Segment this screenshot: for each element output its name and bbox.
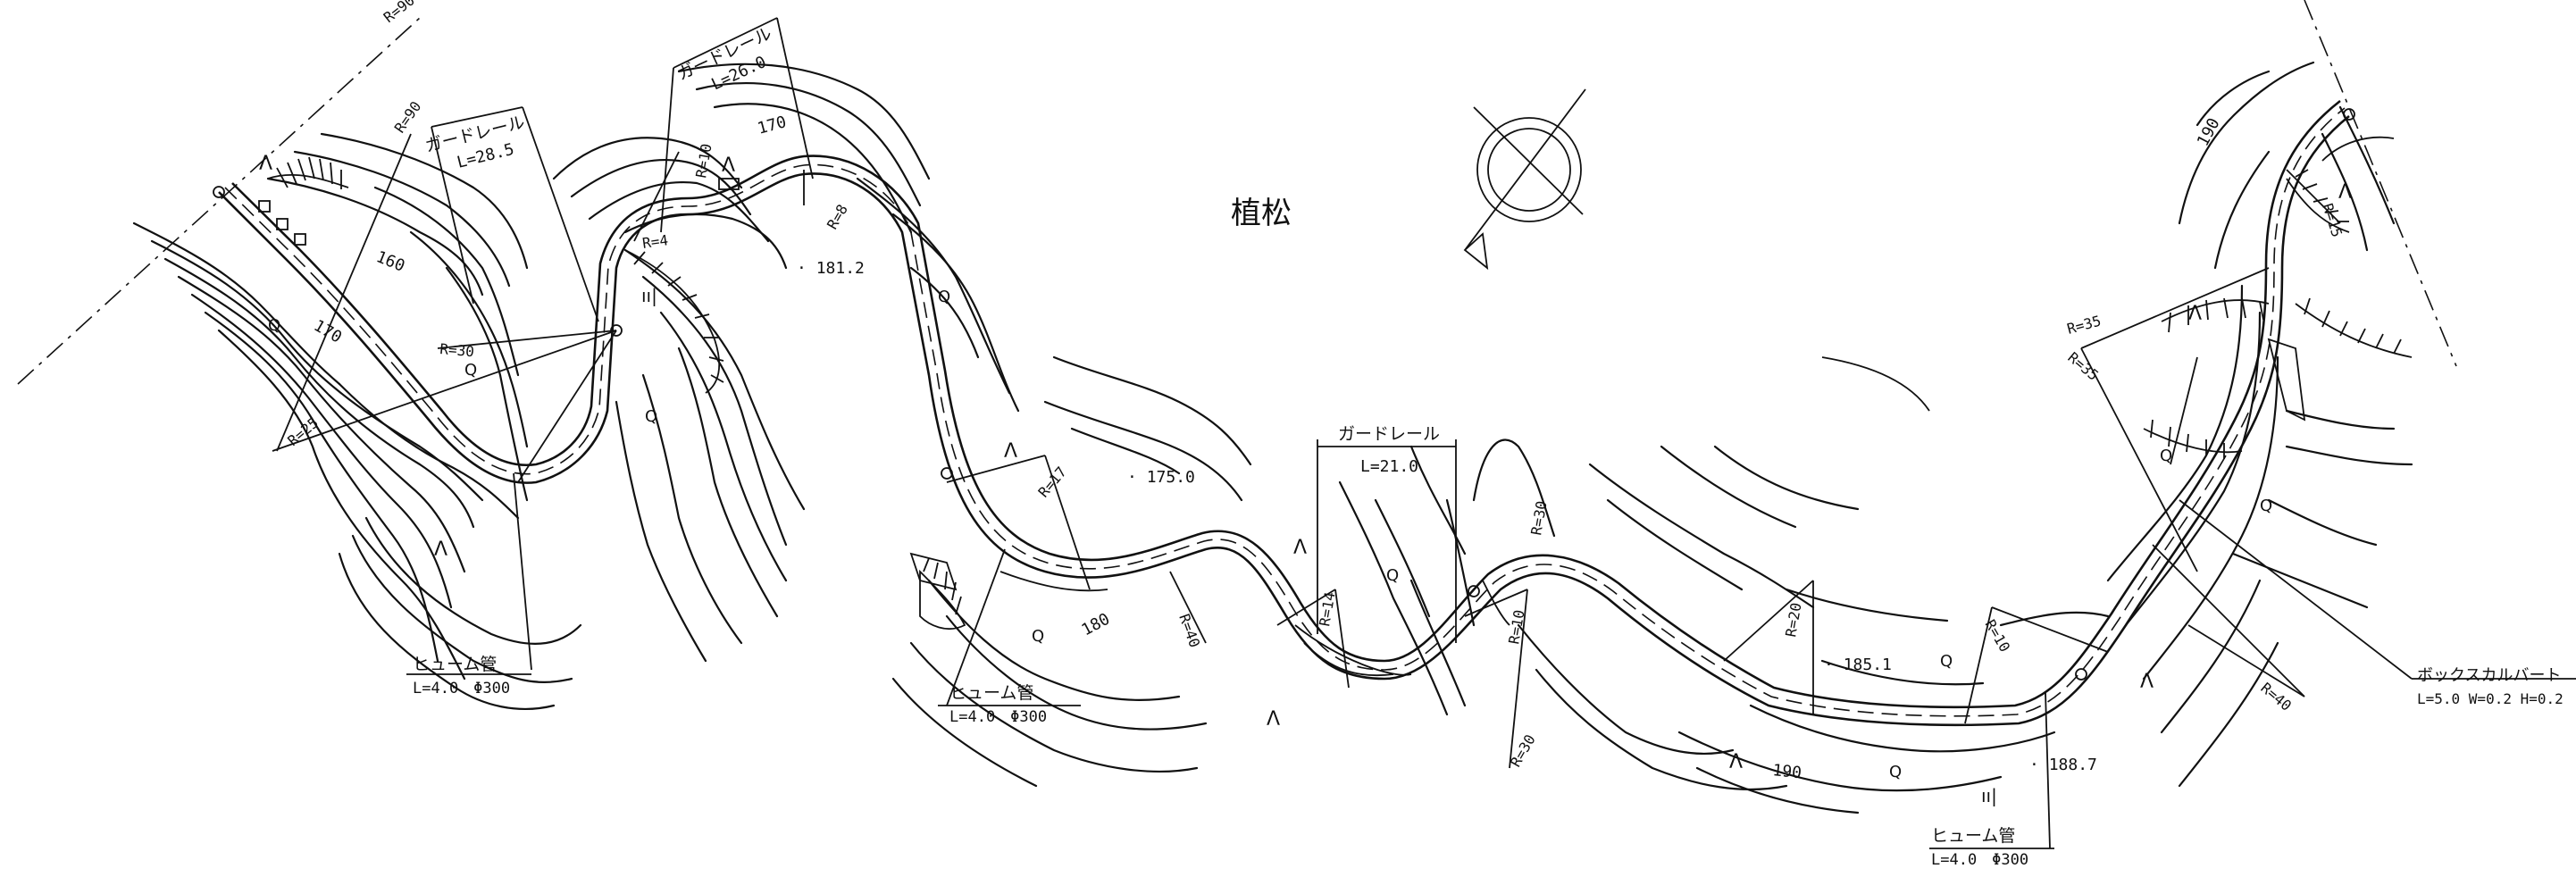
svg-text:190: 190 — [2194, 115, 2224, 150]
broadleaf-tree-icon: Q — [2260, 497, 2272, 515]
broadleaf-tree-icon: Q — [645, 407, 657, 426]
svg-text:L=4.0 Φ300: L=4.0 Φ300 — [949, 708, 1047, 726]
svg-text:· 185.1: · 185.1 — [1824, 656, 1892, 674]
svg-text:190: 190 — [1771, 761, 1802, 782]
svg-text:ボックスカルバート: ボックスカルバート — [2417, 666, 2561, 685]
broadleaf-tree-icon: Q — [1889, 763, 1902, 781]
place-name-label: 植松 — [1231, 196, 1292, 231]
control-points — [213, 108, 2355, 681]
svg-text:植松: 植松 — [1231, 196, 1292, 231]
broadleaf-tree-icon: Q — [1940, 652, 1953, 671]
conifer-tree-icon: Λ — [2188, 303, 2202, 325]
svg-text:R=30: R=30 — [1527, 499, 1550, 536]
svg-text:R=30: R=30 — [439, 340, 475, 360]
svg-text:160: 160 — [373, 247, 407, 276]
north-arrow-icon — [1463, 88, 1586, 271]
svg-text:L=4.0 Φ300: L=4.0 Φ300 — [413, 680, 510, 697]
contour-lines — [132, 61, 2413, 814]
guardrail-dimensions — [431, 17, 1457, 643]
conifer-tree-icon: Λ — [1729, 751, 1743, 773]
svg-text:L=21.0: L=21.0 — [1360, 457, 1418, 476]
svg-text:R=15: R=15 — [2319, 201, 2346, 239]
svg-text:180: 180 — [1078, 610, 1113, 640]
svg-text:R=4: R=4 — [641, 231, 669, 252]
conifer-tree-icon: Λ — [722, 155, 735, 177]
broadleaf-tree-icon: Q — [1032, 627, 1044, 646]
broadleaf-tree-icon: Q — [2160, 447, 2172, 465]
guardrail-label-3: ガードレール L=21.0 — [1338, 424, 1440, 476]
slope-hatching — [267, 136, 2413, 677]
conifer-tree-icon: Λ — [1293, 537, 1307, 559]
svg-text:ヒューム管: ヒューム管 — [1931, 826, 2015, 846]
leader-lines — [406, 472, 2576, 849]
broadleaf-tree-icon: Q — [268, 316, 280, 335]
conifer-tree-icon: Λ — [434, 539, 447, 561]
field-icon: ıı| — [641, 285, 657, 306]
pipe-label-3: ヒューム管 L=4.0 Φ300 — [1931, 826, 2028, 869]
svg-text:R=17: R=17 — [1035, 464, 1070, 501]
svg-text:ガードレール: ガードレール — [1338, 424, 1440, 444]
svg-text:R=90: R=90 — [391, 98, 425, 136]
svg-text:ヒューム管: ヒューム管 — [413, 655, 497, 674]
svg-text:L=5.0 W=0.2 H=0.2: L=5.0 W=0.2 H=0.2 — [2417, 690, 2563, 707]
spot-heights: · 181.2 · 175.0 · 185.1 · 188.7 — [797, 259, 2097, 774]
pipe-label-1: ヒューム管 L=4.0 Φ300 — [413, 655, 510, 697]
svg-text:ヒューム管: ヒューム管 — [949, 683, 1033, 703]
svg-text:L=4.0 Φ300: L=4.0 Φ300 — [1931, 851, 2028, 869]
radius-lines — [17, 0, 2457, 769]
structures — [258, 178, 2306, 676]
conifer-tree-icon: Λ — [2338, 181, 2352, 204]
conifer-tree-icon: Λ — [1004, 440, 1017, 463]
vegetation-symbols: Q Q Q Q Q Q Q Q Q Q Λ Λ Λ Λ Λ Λ Λ Λ Λ Λ … — [259, 153, 2352, 806]
svg-text:R=35: R=35 — [2065, 313, 2103, 338]
svg-text:R=40: R=40 — [1175, 612, 1203, 650]
road-alignment — [218, 99, 2350, 727]
svg-text:R=14: R=14 — [1316, 590, 1338, 627]
conifer-tree-icon: Λ — [1267, 708, 1280, 731]
svg-text:170: 170 — [756, 113, 789, 138]
pipe-label-2: ヒューム管 L=4.0 Φ300 — [949, 683, 1047, 726]
broadleaf-tree-icon: Q — [938, 288, 950, 306]
svg-text:· 188.7: · 188.7 — [2029, 756, 2097, 774]
broadleaf-tree-icon: Q — [464, 361, 477, 380]
svg-text:R=10: R=10 — [1505, 608, 1527, 645]
conifer-tree-icon: Λ — [259, 153, 272, 175]
box-culvert-label: ボックスカルバート L=5.0 W=0.2 H=0.2 — [2417, 666, 2563, 707]
svg-text:R=40: R=40 — [2257, 680, 2295, 714]
svg-text:· 175.0: · 175.0 — [1127, 468, 1195, 487]
svg-text:· 181.2: · 181.2 — [797, 259, 865, 278]
svg-text:R=20: R=20 — [1782, 601, 1804, 638]
broadleaf-tree-icon: Q — [1386, 566, 1399, 585]
svg-text:170: 170 — [311, 316, 346, 347]
svg-text:R=8: R=8 — [824, 201, 851, 232]
svg-text:R=90: R=90 — [381, 0, 418, 26]
field-icon: ıı| — [1981, 785, 1997, 806]
conifer-tree-icon: Λ — [2140, 671, 2154, 693]
